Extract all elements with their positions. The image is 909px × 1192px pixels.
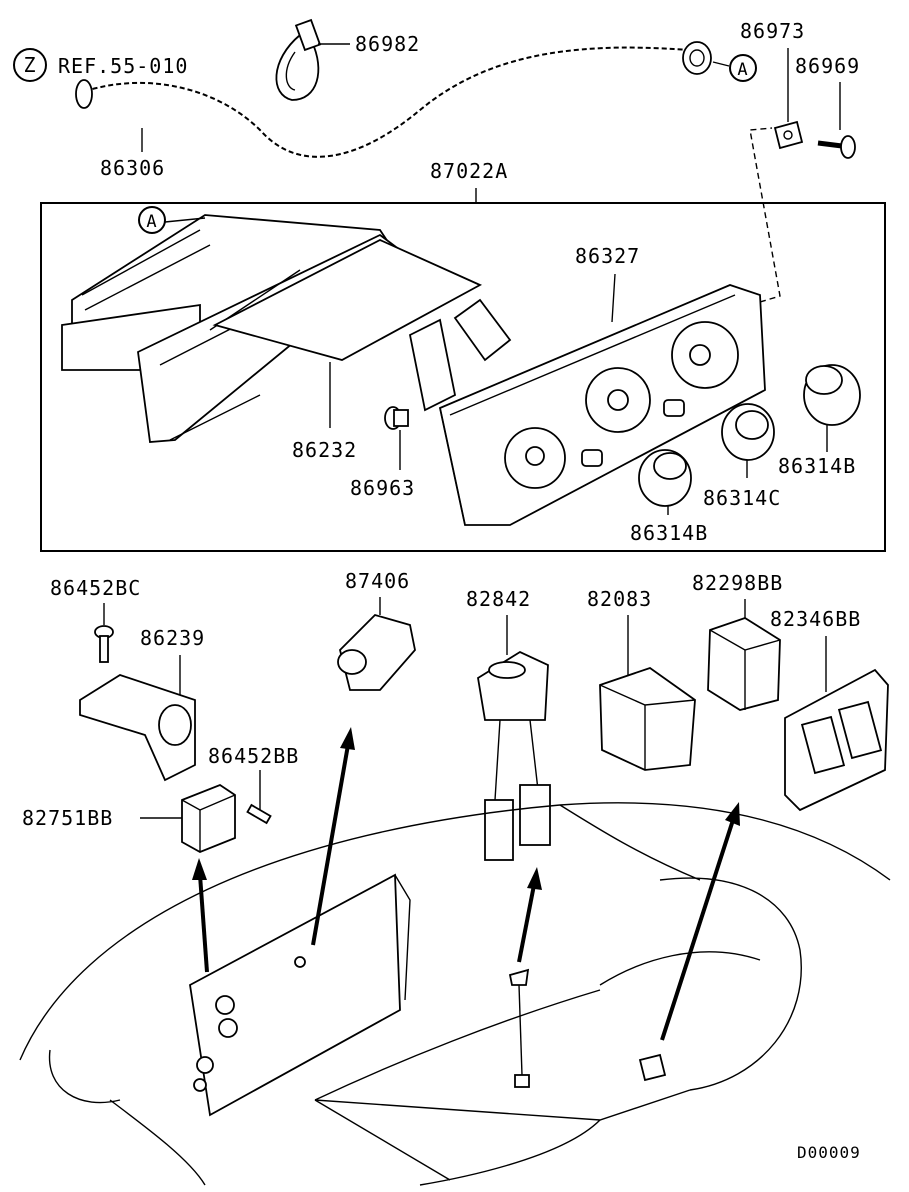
sensor-87406[interactable] bbox=[337, 613, 416, 691]
bezel-82346bb[interactable] bbox=[784, 668, 889, 812]
retaining-clip[interactable] bbox=[773, 120, 804, 150]
bracket-86239[interactable] bbox=[79, 674, 196, 782]
label-82083: 82083 bbox=[587, 587, 652, 611]
duct-hose[interactable] bbox=[75, 32, 712, 172]
z-marker-label: Z bbox=[23, 53, 36, 77]
arrow-to-sensor bbox=[311, 727, 355, 946]
a-marker-label: A bbox=[737, 60, 748, 80]
bulb[interactable] bbox=[384, 406, 409, 430]
box-label-87022a: 87022A bbox=[430, 159, 508, 183]
label-82751bb: 82751BB bbox=[22, 806, 113, 830]
label-82298bb: 82298BB bbox=[692, 571, 783, 595]
socket-82842[interactable] bbox=[477, 650, 551, 861]
flex-ribbon bbox=[408, 298, 512, 412]
label-86452bc: 86452BC bbox=[50, 576, 141, 600]
knob-86314c[interactable] bbox=[721, 403, 775, 461]
bolt-86452bb[interactable] bbox=[246, 803, 272, 825]
label-86306: 86306 bbox=[100, 156, 165, 180]
assembly-box-87022a bbox=[40, 202, 886, 552]
switch-82298bb[interactable] bbox=[707, 617, 781, 711]
knob-86314b-right[interactable] bbox=[803, 364, 861, 426]
label-87406: 87406 bbox=[345, 569, 410, 593]
label-86452bb: 86452BB bbox=[208, 744, 299, 768]
label-82346bb: 82346BB bbox=[770, 607, 861, 631]
knob-86314b-bottom[interactable] bbox=[638, 449, 692, 507]
label-86963: 86963 bbox=[350, 476, 415, 500]
arrow-to-switch bbox=[660, 802, 740, 1041]
a-marker-unit: A bbox=[138, 206, 166, 234]
label-86239: 86239 bbox=[140, 626, 205, 650]
vehicle-outline bbox=[19, 802, 891, 1186]
relay-82751bb[interactable] bbox=[181, 783, 236, 853]
arrow-to-socket bbox=[517, 867, 542, 963]
label-86314b-bottom: 86314B bbox=[630, 521, 708, 545]
label-86232: 86232 bbox=[292, 438, 357, 462]
label-86969: 86969 bbox=[795, 54, 860, 78]
label-86973: 86973 bbox=[740, 19, 805, 43]
ref-label: REF.55-010 bbox=[58, 54, 188, 78]
svg-text:A: A bbox=[146, 212, 157, 232]
drawing-id: D00009 bbox=[797, 1143, 861, 1162]
a-reference-marker: A bbox=[729, 54, 757, 82]
control-panel[interactable] bbox=[438, 284, 766, 526]
switch-82083[interactable] bbox=[599, 666, 696, 771]
hose-clamp[interactable] bbox=[275, 18, 322, 101]
tapping-screw[interactable] bbox=[817, 135, 856, 159]
arrow-to-relay bbox=[192, 858, 209, 973]
bolt-86452bc[interactable] bbox=[94, 625, 114, 663]
panel-sheet[interactable] bbox=[212, 239, 483, 361]
z-reference-marker: Z bbox=[13, 48, 47, 82]
label-86314b-right: 86314B bbox=[778, 454, 856, 478]
label-86327: 86327 bbox=[575, 244, 640, 268]
label-86314c: 86314C bbox=[703, 486, 781, 510]
label-86982: 86982 bbox=[355, 32, 420, 56]
label-82842: 82842 bbox=[466, 587, 531, 611]
